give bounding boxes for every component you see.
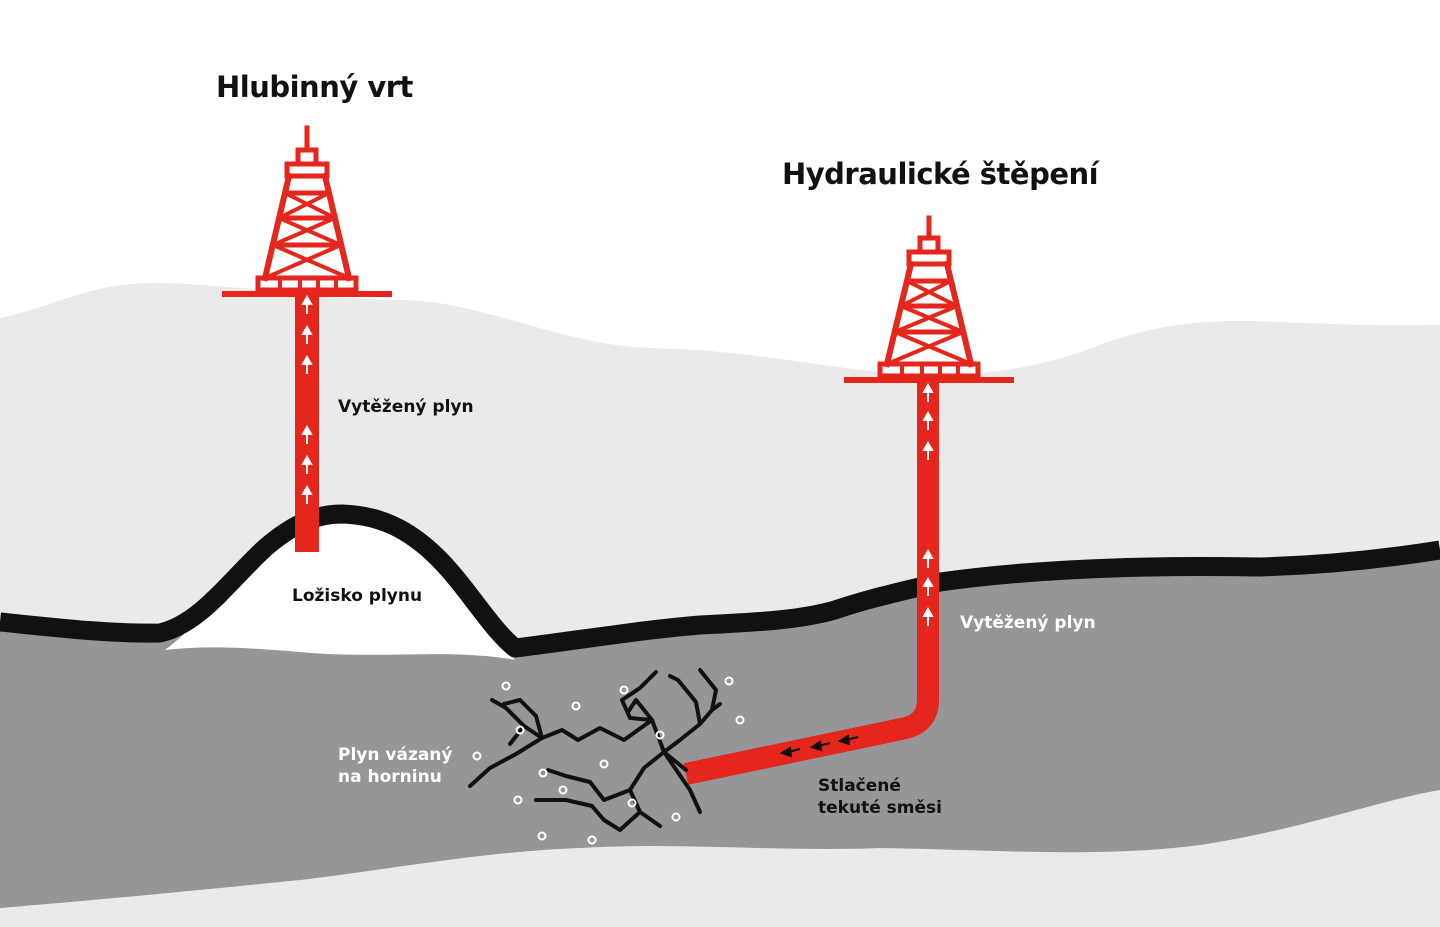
fracking-flow-arrows-up [922,382,934,626]
pressurized-fluid-line2: tekuté směsi [818,798,942,818]
fracking-pipe [683,380,939,785]
gas-deposit-label: Ložisko plynu [292,586,423,606]
rock-bound-gas-line1: Plyn vázaný [338,745,453,765]
fracking-flow-arrows-in [779,734,859,758]
pressurized-fluid-label: Stlačené tekuté směsi [818,775,942,819]
gas-bubbles [472,676,745,845]
rock-bound-gas-label: Plyn vázaný na horninu [338,744,453,788]
extracted-gas-label-right: Vytěžený plyn [960,613,1096,633]
deep-well-title: Hlubinný vrt [216,70,413,104]
rock-fractures [468,668,722,832]
deep-well-rig [222,125,392,297]
extracted-gas-label-left: Vytěžený plyn [338,397,474,417]
seal-layer [0,504,1440,658]
fracking-title: Hydraulické štěpení [782,157,1099,191]
fracking-rig [844,215,1014,383]
rock-bound-gas-line2: na horninu [338,767,442,787]
deep-well-flow-arrows [301,294,313,504]
pressurized-fluid-line1: Stlačené [818,776,901,796]
